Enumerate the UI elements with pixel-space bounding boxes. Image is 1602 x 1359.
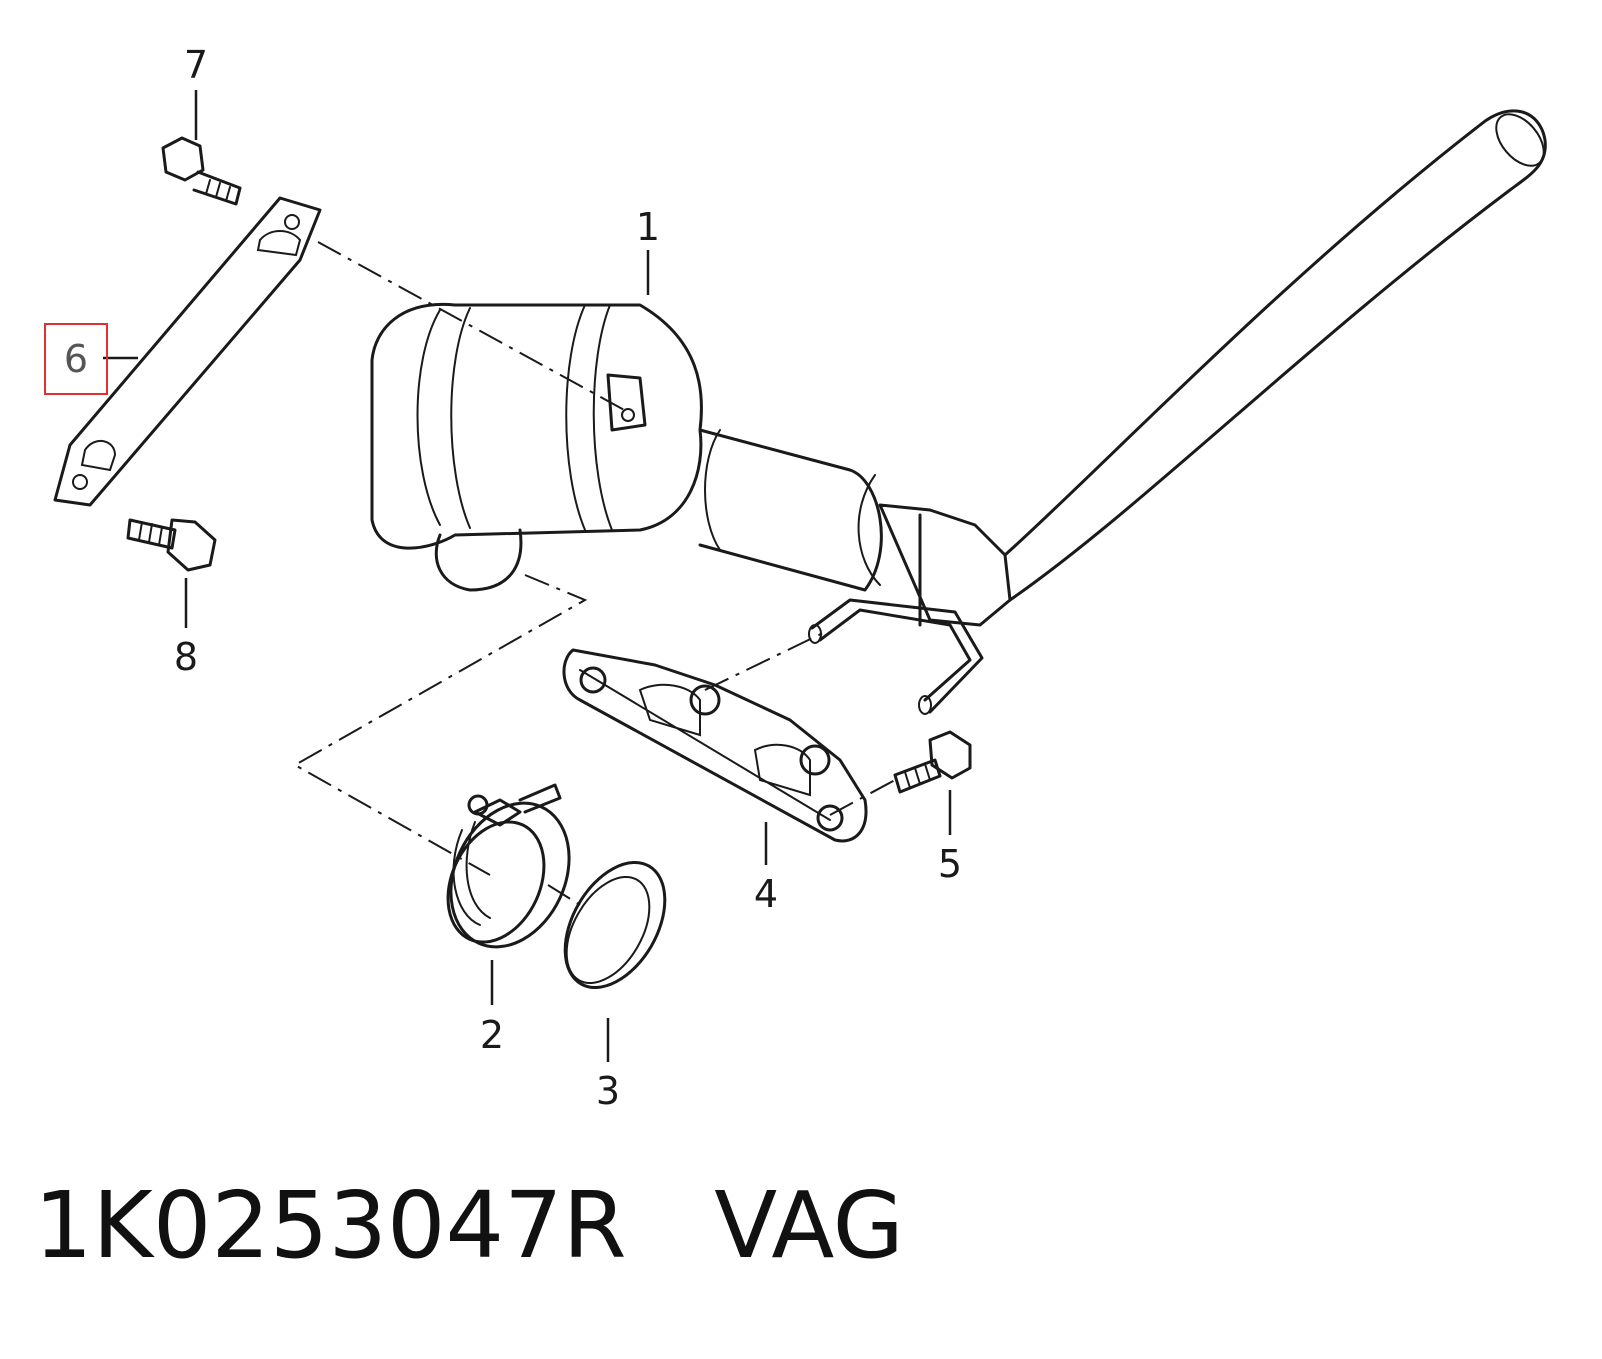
mounting-bracket-part-4	[562, 648, 868, 843]
bolt-part-8	[126, 518, 217, 572]
callout-1: 1	[636, 205, 660, 249]
part-number-caption: 1K0253047R VAG	[34, 1180, 904, 1272]
callout-7: 7	[184, 43, 208, 87]
bolt-part-7	[161, 136, 242, 206]
part-number: 1K0253047R	[34, 1172, 627, 1279]
catalytic-converter-part-1	[370, 109, 1547, 627]
assembly-lines	[292, 241, 896, 906]
callout-8: 8	[174, 635, 198, 679]
brand: VAG	[714, 1172, 904, 1279]
clamp-part-2	[446, 783, 571, 949]
callout-5: 5	[938, 842, 962, 886]
callout-6-highlight	[44, 323, 108, 395]
callout-4: 4	[754, 872, 778, 916]
leader-lines	[103, 90, 952, 1062]
callout-6: 6	[64, 337, 88, 381]
gasket-part-3	[563, 860, 667, 990]
support-bracket-part-6	[53, 196, 322, 507]
sensor-pipe	[808, 598, 984, 715]
callout-2: 2	[480, 1013, 504, 1057]
bolt-part-5	[893, 730, 972, 794]
callout-3: 3	[596, 1069, 620, 1113]
